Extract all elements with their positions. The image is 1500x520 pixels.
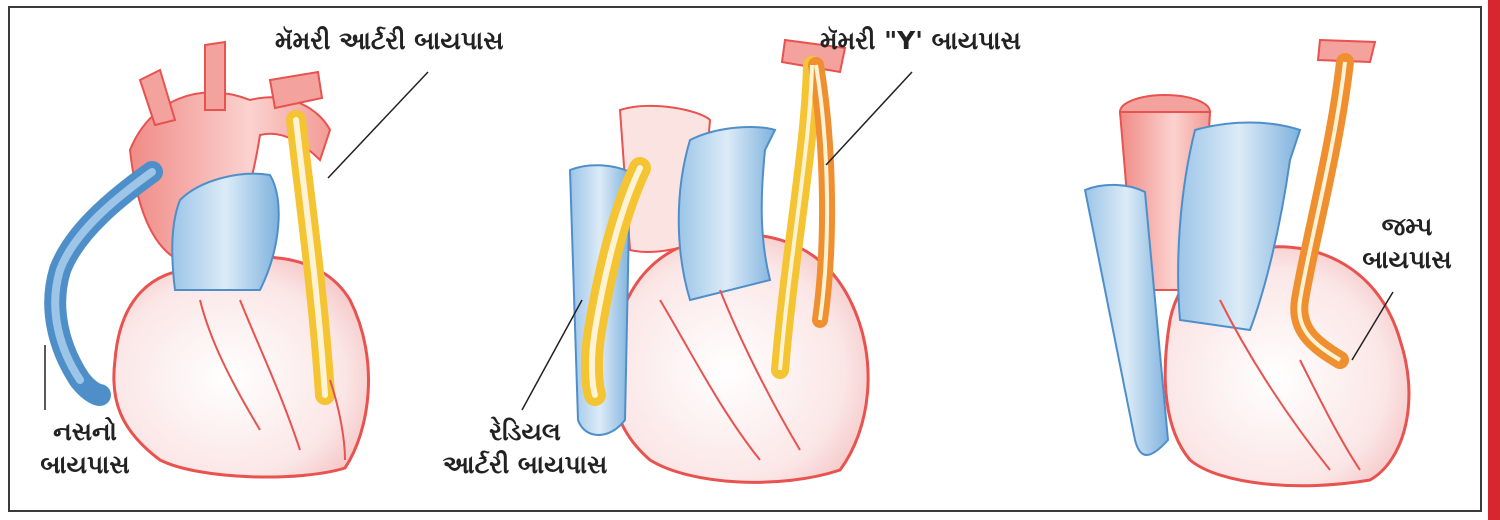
leader-mammary-bypass	[328, 72, 428, 178]
label-mammary-artery-bypass: મૅમરી આર્ટરી બાયપાસ	[275, 24, 503, 57]
label-vein-bypass-line-1: નસનો	[20, 415, 150, 448]
leader-radial-bypass	[522, 300, 582, 410]
label-jump-bypass-line-1: જમ્પ	[1352, 210, 1462, 243]
label-jump-bypass: જમ્પ બાયપાસ	[1352, 210, 1462, 276]
heart-2-pulmonary-trunk	[679, 127, 775, 300]
label-vein-bypass: નસનો બાયપાસ	[20, 415, 150, 481]
heart-1-aorta-branch-2	[205, 42, 225, 110]
label-jump-bypass-line-2: બાયપાસ	[1352, 243, 1462, 276]
label-vein-bypass-line-2: બાયપાસ	[20, 448, 150, 481]
heart-1-aorta-branch-3	[270, 72, 322, 108]
label-radial-artery-bypass: રેડિયલ આર્ટરી બાયપાસ	[400, 415, 650, 481]
label-mammary-y-bypass: મૅમરી "Y' બાયપાસ	[820, 24, 1021, 57]
label-radial-bypass-line-1: રેડિયલ	[400, 415, 650, 448]
heart-1-vein-bypass	[55, 42, 368, 477]
label-radial-bypass-line-2: આર્ટરી બાયપાસ	[400, 448, 650, 481]
heart-1-aorta-branch-1	[140, 70, 175, 125]
leader-y-bypass	[826, 72, 912, 165]
